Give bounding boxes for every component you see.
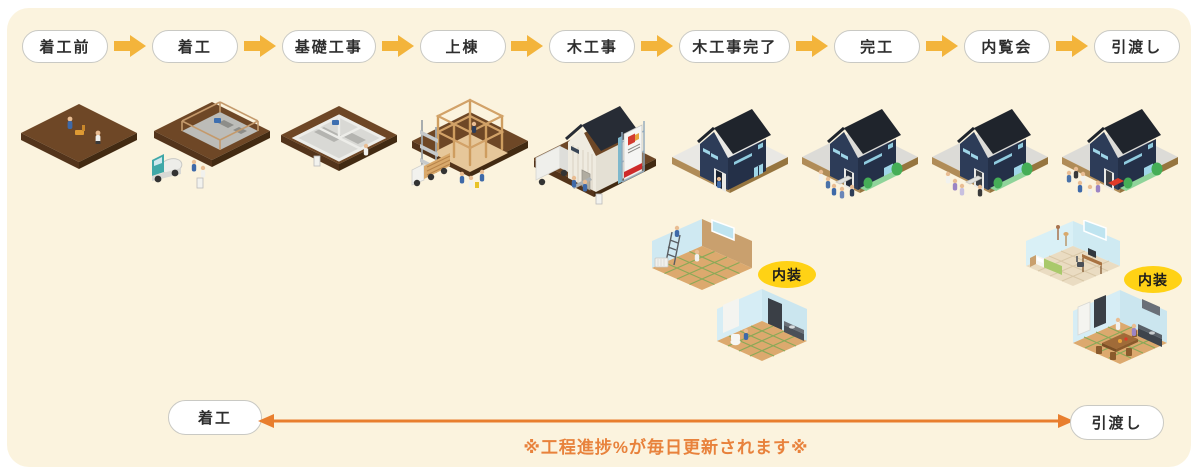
stage-pill-carpentry: 木工事 [549,29,636,63]
stage-illustrations-row [14,82,1184,216]
bathroom-finishing-illustration [717,289,807,361]
timeline-end-pill: 引渡し [1070,405,1164,440]
yellow-arrow-icon [641,35,674,57]
stage-pill-start: 着工 [151,29,238,63]
stage-pill-foundation: 基礎工事 [281,29,376,63]
yellow-arrow-icon [796,35,829,57]
vacant-lot-survey-illustration [21,104,137,169]
finished-house-workers-illustration [802,109,918,199]
stage-pill-before-start: 着工前 [22,29,108,63]
yellow-arrow-icon [381,35,414,57]
yellow-arrow-icon [926,35,959,57]
open-house-visitors-illustration [932,109,1048,197]
timber-frame-illustration [411,98,528,188]
stage-pill-open-house: 内覧会 [963,29,1050,63]
cream-panel [7,8,1191,467]
handover-family-illustration [1062,109,1178,197]
stage-pill-handover: 引渡し [1093,29,1180,63]
timeline-double-arrow [258,414,1074,428]
stage-pill-completion: 完工 [834,29,921,63]
progress-update-note: ※工程進捗%が毎日更新されます※ [523,438,809,457]
yellow-arrow-icon [113,35,146,57]
process-flow-row: 着工前 着工 基礎工事 上棟 木工事 木工事完了 完工 内覧会 引渡し [22,28,1180,64]
site-preparation-illustration [152,101,270,189]
timeline-start-pill: 着工 [168,400,262,435]
interior-finishing-room-illustration [652,218,752,290]
interior-badge: 内装 [758,261,816,288]
yellow-arrow-icon [1055,35,1088,57]
yellow-arrow-icon [243,35,276,57]
stage-pill-carpentry-done: 木工事完了 [679,29,791,63]
exterior-complete-house-illustration [672,109,788,193]
carpentry-house-illustration [534,106,656,205]
furnished-dining-kitchen-illustration [1073,290,1167,364]
yellow-arrow-icon [511,35,544,57]
concrete-foundation-illustration [281,106,397,171]
interior-badge: 内装 [1124,266,1182,293]
furnished-bedroom-illustration [1026,220,1120,286]
stage-pill-raising: 上棟 [419,29,506,63]
